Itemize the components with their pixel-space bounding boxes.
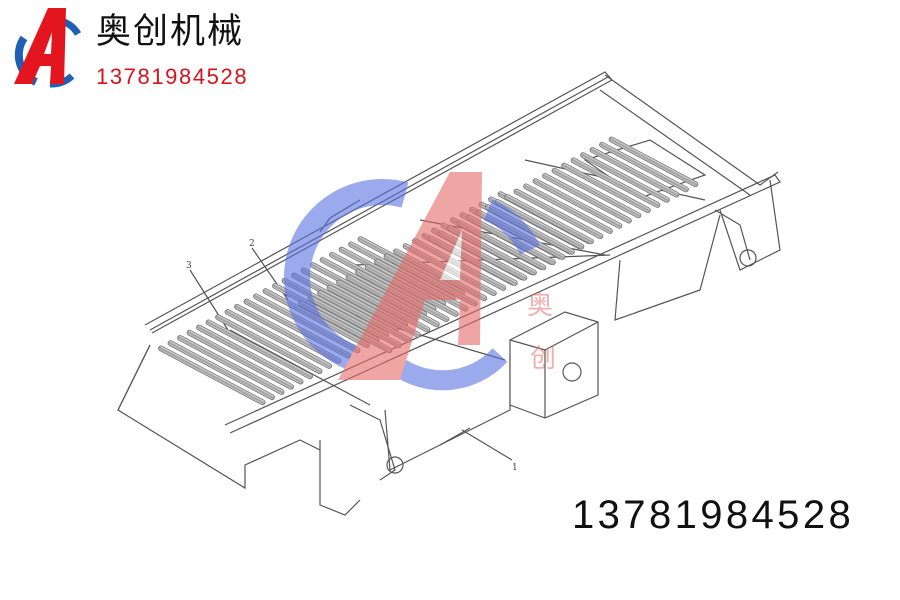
watermark-char-ao: 奥: [527, 291, 554, 321]
footer-phone-number: 13781984528: [572, 493, 855, 537]
part-label-1: 1: [512, 463, 518, 473]
company-name: 奥创机械: [96, 12, 245, 52]
header-phone-number: 13781984528: [96, 64, 249, 89]
part-label-2: 2: [249, 239, 255, 249]
part-label-3: 3: [186, 261, 192, 271]
ac-logo-watermark-icon: [284, 172, 541, 391]
watermark-char-chuang: 创: [530, 344, 557, 374]
ac-logo-icon: [14, 8, 81, 88]
